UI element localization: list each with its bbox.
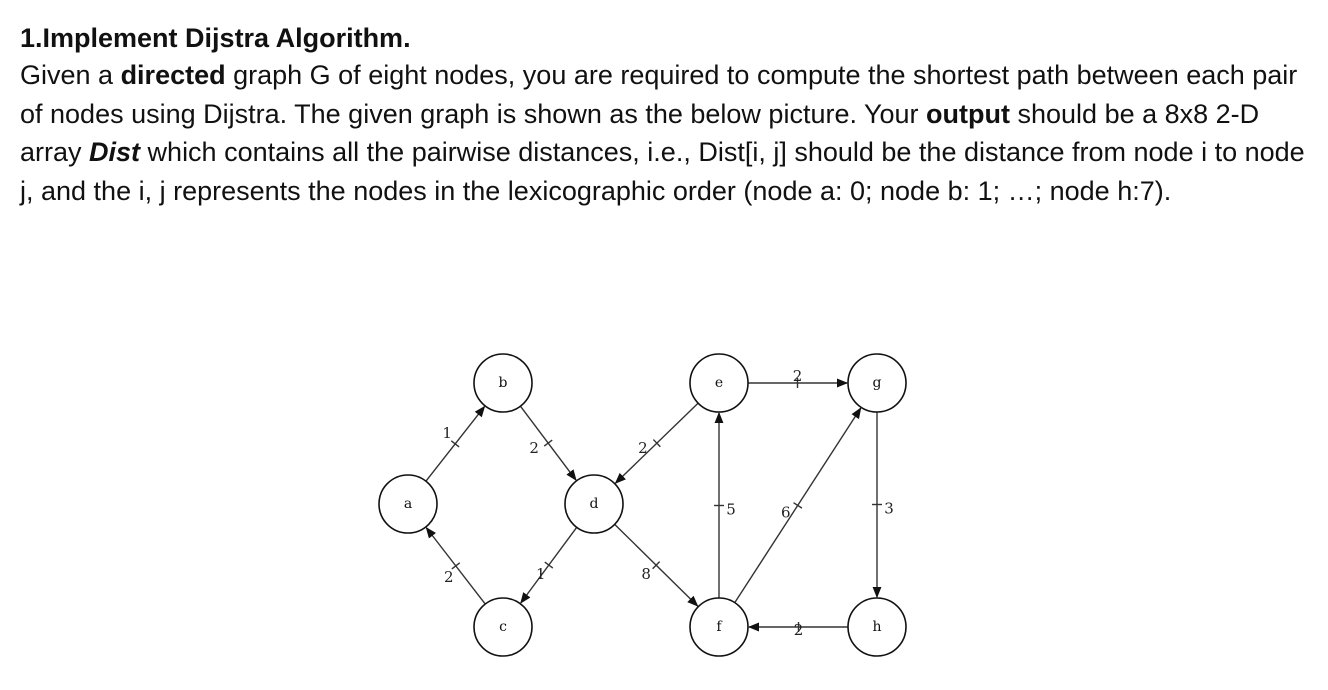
emphasis-directed: directed	[120, 60, 226, 90]
node-f: f	[689, 597, 749, 657]
node-label-e: e	[715, 375, 723, 391]
node-label-g: g	[873, 375, 882, 391]
edge-tick-c-a	[451, 562, 461, 570]
edge-weight-d-f: 8	[641, 565, 651, 583]
node-label-h: h	[872, 619, 881, 635]
edge-tick-a-b	[450, 440, 460, 448]
nodes-layer: a b c d e f g h	[378, 353, 907, 657]
node-label-f: f	[716, 619, 723, 635]
edge-weight-f-e: 5	[726, 501, 736, 519]
edge-weight-h-f: 2	[794, 621, 804, 639]
text-run: Given a	[20, 60, 121, 90]
question-block: 1.Implement Dijstra Algorithm. Given a d…	[20, 20, 1310, 210]
edge-tick-e-d	[652, 439, 661, 448]
edge-weight-c-a: 2	[444, 568, 454, 586]
emphasis-output: output	[926, 98, 1010, 129]
edge-weight-e-d: 2	[638, 439, 648, 457]
edge-tick-d-c	[544, 561, 554, 569]
node-a: a	[378, 474, 438, 534]
node-circle-d	[564, 474, 624, 534]
text-run: should be a 8x8 2-D array	[20, 98, 1260, 168]
node-g: g	[847, 353, 907, 413]
node-label-a: a	[404, 496, 412, 512]
question-title: 1.Implement Dijstra Algorithm.	[20, 23, 411, 53]
node-circle-g	[847, 353, 907, 413]
node-c: c	[473, 597, 533, 657]
node-e: e	[689, 353, 749, 413]
node-circle-b	[473, 353, 533, 413]
text-run: graph G of eight nodes, you are required…	[20, 60, 1298, 129]
edge-weight-a-b: 1	[442, 424, 452, 442]
edge-weight-d-c: 1	[536, 565, 546, 583]
edge-weight-e-g: 2	[793, 367, 803, 385]
question-text: Given a directed graph G of eight nodes,…	[20, 56, 1310, 210]
edge-weight-f-g: 6	[781, 503, 791, 521]
node-h: h	[847, 597, 907, 657]
node-b: b	[473, 353, 533, 413]
node-label-d: d	[590, 496, 599, 512]
text-run: which contains all the pairwise distance…	[20, 137, 1305, 206]
node-circle-f	[689, 597, 749, 657]
node-d: d	[564, 474, 624, 534]
edge-weight-b-d: 2	[529, 439, 539, 457]
edge-tick-b-d	[543, 439, 553, 447]
node-label-b: b	[499, 375, 508, 391]
edge-tick-f-g	[793, 502, 803, 509]
edges-layer: 1 2 2 1 2 8 5 2 6 3 2	[425, 367, 894, 639]
node-circle-h	[847, 597, 907, 657]
node-circle-a	[378, 474, 438, 534]
node-label-c: c	[499, 619, 507, 635]
emphasis-dist: Dist	[89, 137, 141, 167]
edge-weight-g-h: 3	[884, 500, 894, 518]
node-circle-e	[689, 353, 749, 413]
node-circle-c	[473, 597, 533, 657]
edge-tick-d-f	[652, 561, 661, 570]
